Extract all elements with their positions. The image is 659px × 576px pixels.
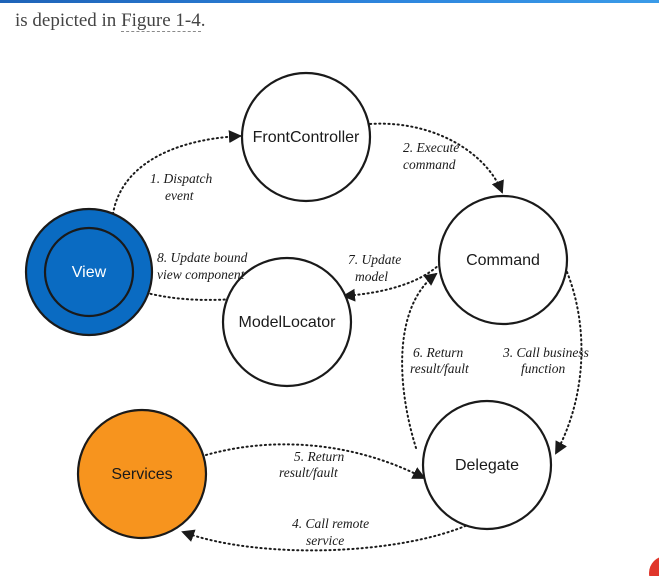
- label-call-business-line1: 3. Call business: [502, 345, 589, 360]
- model-locator-label: ModelLocator: [239, 314, 337, 331]
- label-update-model: 7. Update model: [348, 252, 401, 284]
- services-label: Services: [111, 466, 172, 483]
- edge-return-delegate: [401, 272, 438, 449]
- node-front-controller[interactable]: FrontController: [240, 71, 372, 203]
- edge-call-business: [555, 271, 583, 455]
- label-return-services-line1: 5. Return: [294, 449, 344, 464]
- label-call-business-line2: function: [521, 361, 565, 376]
- command-label: Command: [466, 252, 540, 269]
- intro-after: .: [200, 10, 206, 31]
- label-return-delegate: 6. Return result/fault: [410, 345, 470, 376]
- node-services[interactable]: Services: [76, 408, 208, 540]
- node-command[interactable]: Command: [437, 194, 569, 326]
- edge-dispatch-event: [112, 130, 242, 215]
- node-view[interactable]: View: [24, 207, 154, 337]
- label-return-services-line2: result/fault: [279, 465, 339, 480]
- intro-text: is depicted in Figure 1-4.: [15, 10, 206, 32]
- label-call-remote-line1: 4. Call remote: [292, 516, 369, 531]
- label-return-delegate-line1: 6. Return: [413, 345, 463, 360]
- edge-return-services: [205, 443, 426, 479]
- edge-update-model: [342, 263, 441, 302]
- label-dispatch-event: 1. Dispatch event: [150, 171, 212, 203]
- edge-call-remote: [181, 523, 471, 552]
- delegate-label: Delegate: [455, 457, 519, 474]
- label-execute-line1: 2. Execute: [403, 140, 459, 155]
- front-controller-label: FrontController: [253, 129, 360, 146]
- label-update-bound-view: 8. Update bound view component: [157, 250, 248, 282]
- label-call-remote-line2: service: [306, 533, 344, 548]
- top-accent-bar: [0, 0, 659, 3]
- figure-link[interactable]: Figure 1-4: [121, 10, 201, 32]
- label-return-services: 5. Return result/fault: [279, 449, 344, 480]
- label-update-view-line2: view component: [157, 267, 246, 282]
- edge-execute-command: [369, 122, 504, 194]
- label-execute-command: 2. Execute command: [403, 140, 459, 172]
- label-call-business: 3. Call business function: [502, 345, 589, 376]
- label-update-view-line1: 8. Update bound: [157, 250, 248, 265]
- label-update-model-line2: model: [355, 269, 388, 284]
- label-update-model-line1: 7. Update: [348, 252, 401, 267]
- label-dispatch-line2: event: [165, 188, 195, 203]
- label-call-remote: 4. Call remote service: [292, 516, 369, 548]
- corner-badge: [647, 550, 659, 576]
- node-model-locator[interactable]: ModelLocator: [221, 256, 353, 388]
- label-execute-line2: command: [403, 157, 456, 172]
- node-delegate[interactable]: Delegate: [421, 399, 553, 531]
- label-return-delegate-line2: result/fault: [410, 361, 470, 376]
- intro-before: is depicted in: [15, 10, 122, 31]
- label-dispatch-line1: 1. Dispatch: [150, 171, 212, 186]
- view-label: View: [72, 264, 107, 281]
